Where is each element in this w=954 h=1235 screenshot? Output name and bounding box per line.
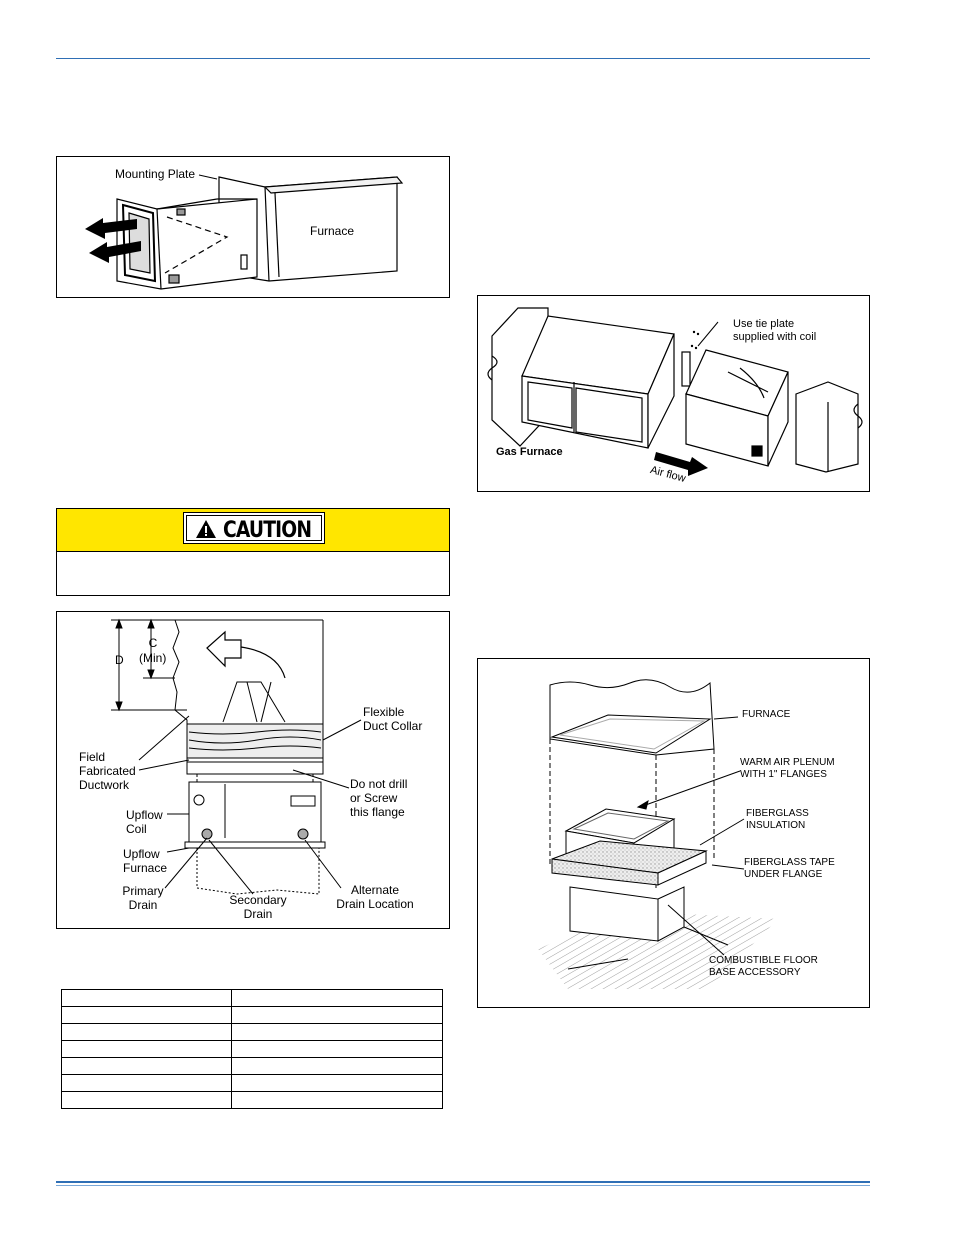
insulation-caption: FIBERGLASS INSULATION	[746, 808, 809, 831]
floor-base-caption: COMBUSTIBLE FLOOR BASE ACCESSORY	[709, 955, 818, 978]
dim-c-label: C	[148, 636, 158, 650]
furnace-caption: FURNACE	[742, 709, 791, 720]
mounting-plate-drawing	[85, 174, 404, 290]
footer-rule	[56, 1181, 870, 1183]
do-not-drill-label: Do not drill or Screw this flange	[350, 777, 408, 819]
caution-band: CAUTION	[57, 509, 449, 552]
tie-plate-label: Use tie plate supplied with coil	[733, 318, 817, 343]
figure-mounting-plate: Mounting Plate Furnace	[56, 156, 450, 298]
flexible-collar-label: Flexible Duct Collar	[363, 705, 423, 733]
dim-min-label: (Min)	[139, 651, 167, 665]
caution-badge: CAUTION	[183, 512, 325, 544]
caution-box: CAUTION	[56, 508, 450, 596]
field-ductwork-label: Field Fabricated Ductwork	[79, 750, 136, 792]
alternate-drain-label: Alternate Drain Location	[336, 883, 414, 911]
footer-rule-light	[56, 1185, 870, 1186]
dimension-table	[61, 989, 443, 1109]
mounting-plate-label: Mounting Plate	[115, 167, 196, 181]
gas-furnace-label: Gas Furnace	[496, 446, 563, 458]
table-row	[61, 989, 443, 1007]
table-row	[61, 1057, 443, 1075]
gas-furnace-drawing	[487, 307, 863, 476]
tape-caption: FIBERGLASS TAPE UNDER FLANGE	[744, 857, 835, 880]
figure-gas-furnace: Use tie plate supplied with coil Gas Fur…	[477, 295, 870, 492]
upflow-coil-drawing	[111, 618, 362, 895]
plenum-caption: WARM AIR PLENUM WITH 1" FLANGES	[740, 757, 835, 780]
table-row	[61, 1006, 443, 1024]
table-row	[61, 1091, 443, 1109]
dim-d-label: D	[115, 653, 124, 667]
figure-floor-base: FURNACE WARM AIR PLENUM WITH 1" FLANGES …	[477, 658, 870, 1008]
furnace-label: Furnace	[310, 224, 355, 238]
caution-title: CAUTION	[223, 518, 312, 543]
figure-upflow-coil: C (Min) D Flexible Duct Collar Field Fab…	[56, 611, 450, 929]
table-row	[61, 1023, 443, 1041]
table-row	[61, 1074, 443, 1092]
upflow-coil-label: Upflow Coil	[126, 808, 163, 836]
upflow-furnace-label: Upflow Furnace	[123, 847, 168, 875]
secondary-drain-label: Secondary Drain	[229, 893, 287, 921]
warning-triangle-icon	[196, 520, 216, 538]
floor-base-drawing	[538, 679, 778, 989]
table-row	[61, 1040, 443, 1058]
primary-drain-label: Primary Drain	[122, 884, 164, 912]
header-rule	[56, 58, 870, 59]
